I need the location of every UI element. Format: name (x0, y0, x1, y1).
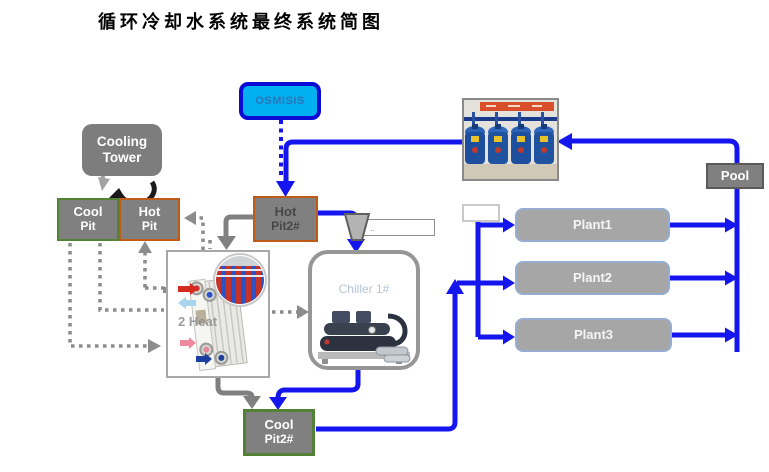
gray-dotted-pipes (68, 216, 297, 348)
hot-pit2-node[interactable]: Hot Pit2# (253, 196, 318, 242)
plant1-label: Plant1 (572, 216, 612, 232)
pool-label: Pool (720, 167, 750, 183)
cool-pit-label-2: Pit (80, 219, 96, 234)
cool-pit-node[interactable]: Cool Pit (57, 198, 119, 241)
plant2-label: Plant2 (572, 269, 612, 285)
cool-pit2-label-2: Pit2# (264, 432, 294, 447)
plant1-node[interactable]: Plant1 (515, 208, 670, 242)
filter-tanks-image[interactable] (462, 98, 559, 181)
cool-pit2-label-1: Cool (264, 417, 294, 433)
blue-arrowheads (269, 133, 738, 410)
hot-pit-node[interactable]: Hot Pit (119, 198, 180, 241)
chiller-label: Chiller 1# (338, 282, 390, 296)
cooling-tower-label-2: Tower (102, 150, 142, 165)
gray-dotted-arrowheads (138, 211, 309, 353)
chiller-photo (318, 311, 411, 364)
chiller-node[interactable]: Chiller 1# (308, 250, 420, 370)
heat-exchanger-image[interactable]: 2 Heat (166, 250, 270, 378)
filter-tanks-photo (464, 100, 557, 179)
plant2-node[interactable]: Plant2 (515, 261, 670, 295)
hot-pit2-label-1: Hot (274, 203, 297, 219)
hot-pit-label-1: Hot (138, 204, 161, 220)
osmisis-label: OSMISIS (255, 94, 305, 107)
gray-arrowheads (217, 236, 261, 409)
gray-pipes (215, 214, 255, 398)
plant3-label: Plant3 (573, 326, 613, 342)
funnel-valve-icon (343, 213, 371, 241)
plant3-node[interactable]: Plant3 (515, 318, 672, 352)
cooling-tower-label-1: Cooling (96, 134, 148, 150)
plate-heat-exchanger-photo (178, 253, 267, 372)
osmisis-node[interactable]: OSMISIS (239, 82, 321, 120)
heat-exchanger-ghost-label: 2 Heat (178, 314, 218, 329)
hot-pit-label-2: Pit (141, 219, 158, 234)
cool-pit2-node[interactable]: Cool Pit2# (243, 409, 315, 456)
hot-pit2-label-2: Pit2# (271, 218, 300, 233)
cooling-tower-node[interactable]: Cooling Tower (82, 124, 162, 176)
cool-pit-label-1: Cool (73, 204, 103, 220)
page-title: 循环冷却水系统最终系统简图 (98, 12, 384, 33)
empty-label-box[interactable] (462, 204, 500, 222)
annotation-text: .. (370, 222, 376, 233)
pool-node[interactable]: Pool (706, 163, 764, 189)
